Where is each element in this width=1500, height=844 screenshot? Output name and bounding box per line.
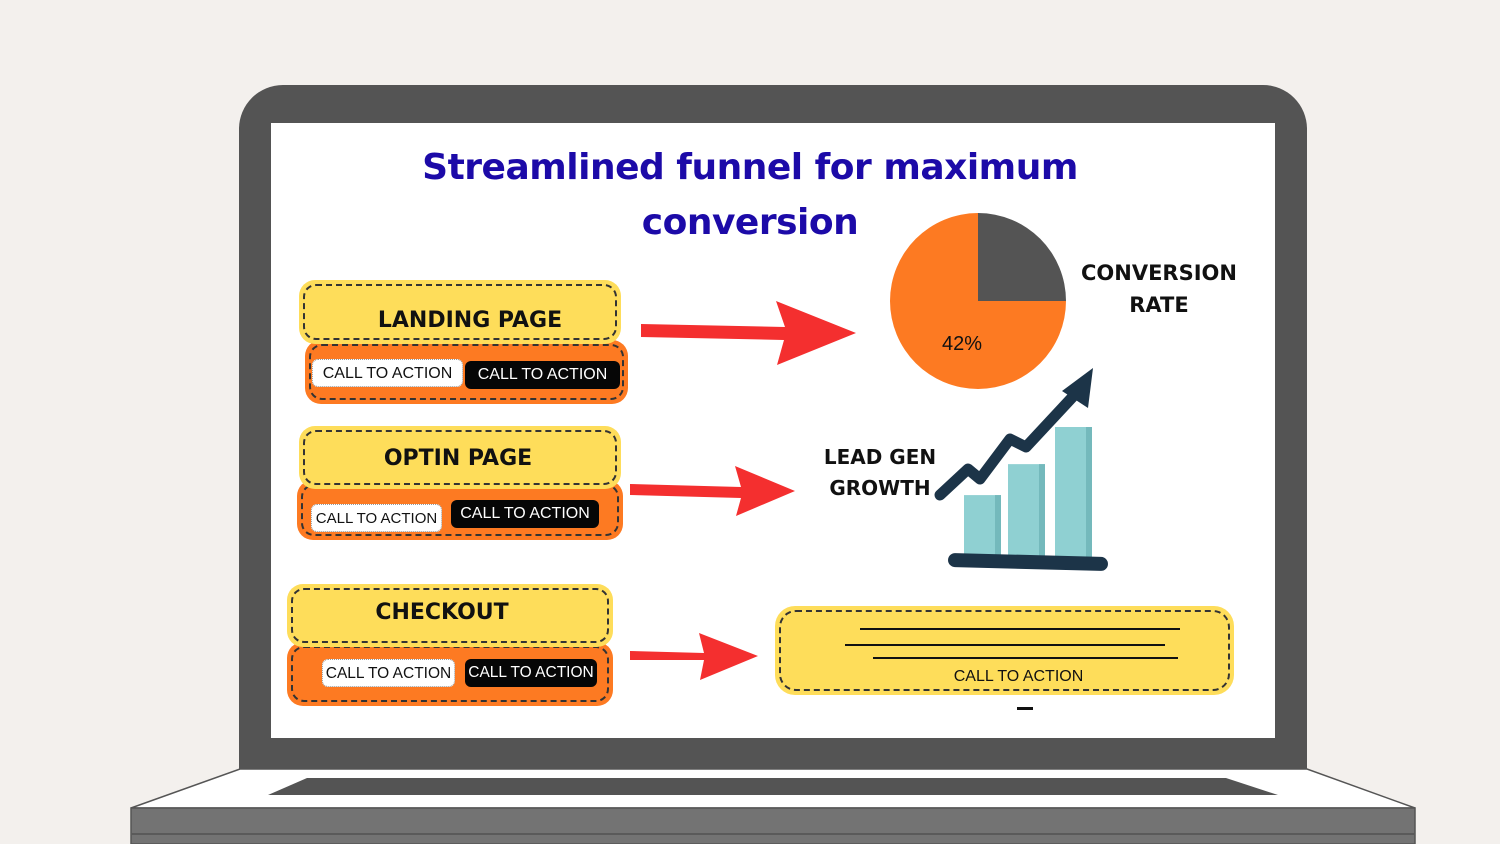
text-line-1 [860, 628, 1180, 630]
arrow-landing-to-conversion [641, 301, 856, 365]
checkout-card: CHECKOUT [287, 584, 613, 647]
optin-page-label: OPTIN PAGE [383, 446, 533, 471]
growth-bar-3 [1055, 427, 1092, 557]
conversion-rate-line-1: CONVERSION [1081, 261, 1237, 285]
dashed-border [291, 646, 609, 702]
text-line-3 [873, 657, 1178, 659]
growth-bar-shade-3 [1086, 427, 1092, 557]
lead-gen-line-1: LEAD GEN [823, 445, 937, 469]
page-title: Streamlined funnel for maximum conversio… [400, 140, 1100, 250]
growth-arrow-head [1062, 368, 1093, 408]
conversion-rate-label: CONVERSION RATE [1078, 257, 1240, 321]
growth-bars [964, 427, 1092, 557]
dash-mark [1017, 707, 1033, 710]
checkout-label: CHECKOUT [375, 600, 509, 625]
arrow-optin-to-leadgen [630, 466, 795, 516]
growth-trend-line [934, 383, 1086, 501]
text-line-2 [845, 644, 1165, 646]
conversion-rate-line-2: RATE [1129, 293, 1189, 317]
pie-percent-label: 42% [942, 333, 983, 355]
landing-page-label: LANDING PAGE [377, 308, 563, 333]
dashed-border [291, 588, 609, 643]
optin-cta-panel: CALL TO ACTION CALL TO ACTION [297, 480, 623, 540]
growth-chart-icon [934, 368, 1108, 571]
checkout-cta-dark-button[interactable]: CALL TO ACTION [465, 659, 597, 687]
conversion-pie-chart [890, 213, 1066, 389]
laptop-front-edge [130, 807, 1416, 844]
arrow-checkout-to-result [630, 633, 758, 680]
dashed-border [303, 430, 617, 485]
checkout-result-card: CALL TO ACTION [775, 606, 1234, 695]
dashed-border [779, 610, 1230, 691]
growth-chart-base [948, 553, 1108, 571]
checkout-cta-panel: CALL TO ACTION CALL TO ACTION [287, 642, 613, 706]
laptop-keyboard [268, 778, 1278, 795]
landing-page-card: LANDING PAGE [299, 280, 621, 344]
pie-slices [890, 213, 1066, 389]
optin-page-card: OPTIN PAGE [299, 426, 621, 489]
dashed-border [303, 284, 617, 340]
checkout-result-cta-button[interactable]: CALL TO ACTION [953, 668, 1084, 685]
landing-cta-panel: CALL TO ACTION CALL TO ACTION [305, 340, 628, 404]
checkout-cta-light-button[interactable]: CALL TO ACTION [322, 659, 455, 687]
pie-slice-other [978, 213, 1066, 301]
dashed-border [309, 344, 624, 400]
growth-bar-1 [964, 495, 1001, 557]
title-line-2: conversion [641, 202, 859, 243]
arrows-layer [630, 301, 856, 680]
laptop-base [130, 768, 1416, 844]
growth-bar-shade-2 [1039, 464, 1045, 557]
title-line-1: Streamlined funnel for maximum [422, 147, 1078, 188]
optin-cta-light-button[interactable]: CALL TO ACTION [311, 504, 442, 532]
optin-cta-dark-button[interactable]: CALL TO ACTION [451, 500, 599, 528]
growth-bar-2 [1008, 464, 1045, 557]
growth-bar-shade-1 [995, 495, 1001, 557]
landing-cta-light-button[interactable]: CALL TO ACTION [312, 359, 463, 387]
lead-gen-label: LEAD GEN GROWTH [814, 442, 946, 504]
lead-gen-line-2: GROWTH [829, 476, 931, 500]
landing-cta-dark-button[interactable]: CALL TO ACTION [465, 361, 620, 389]
